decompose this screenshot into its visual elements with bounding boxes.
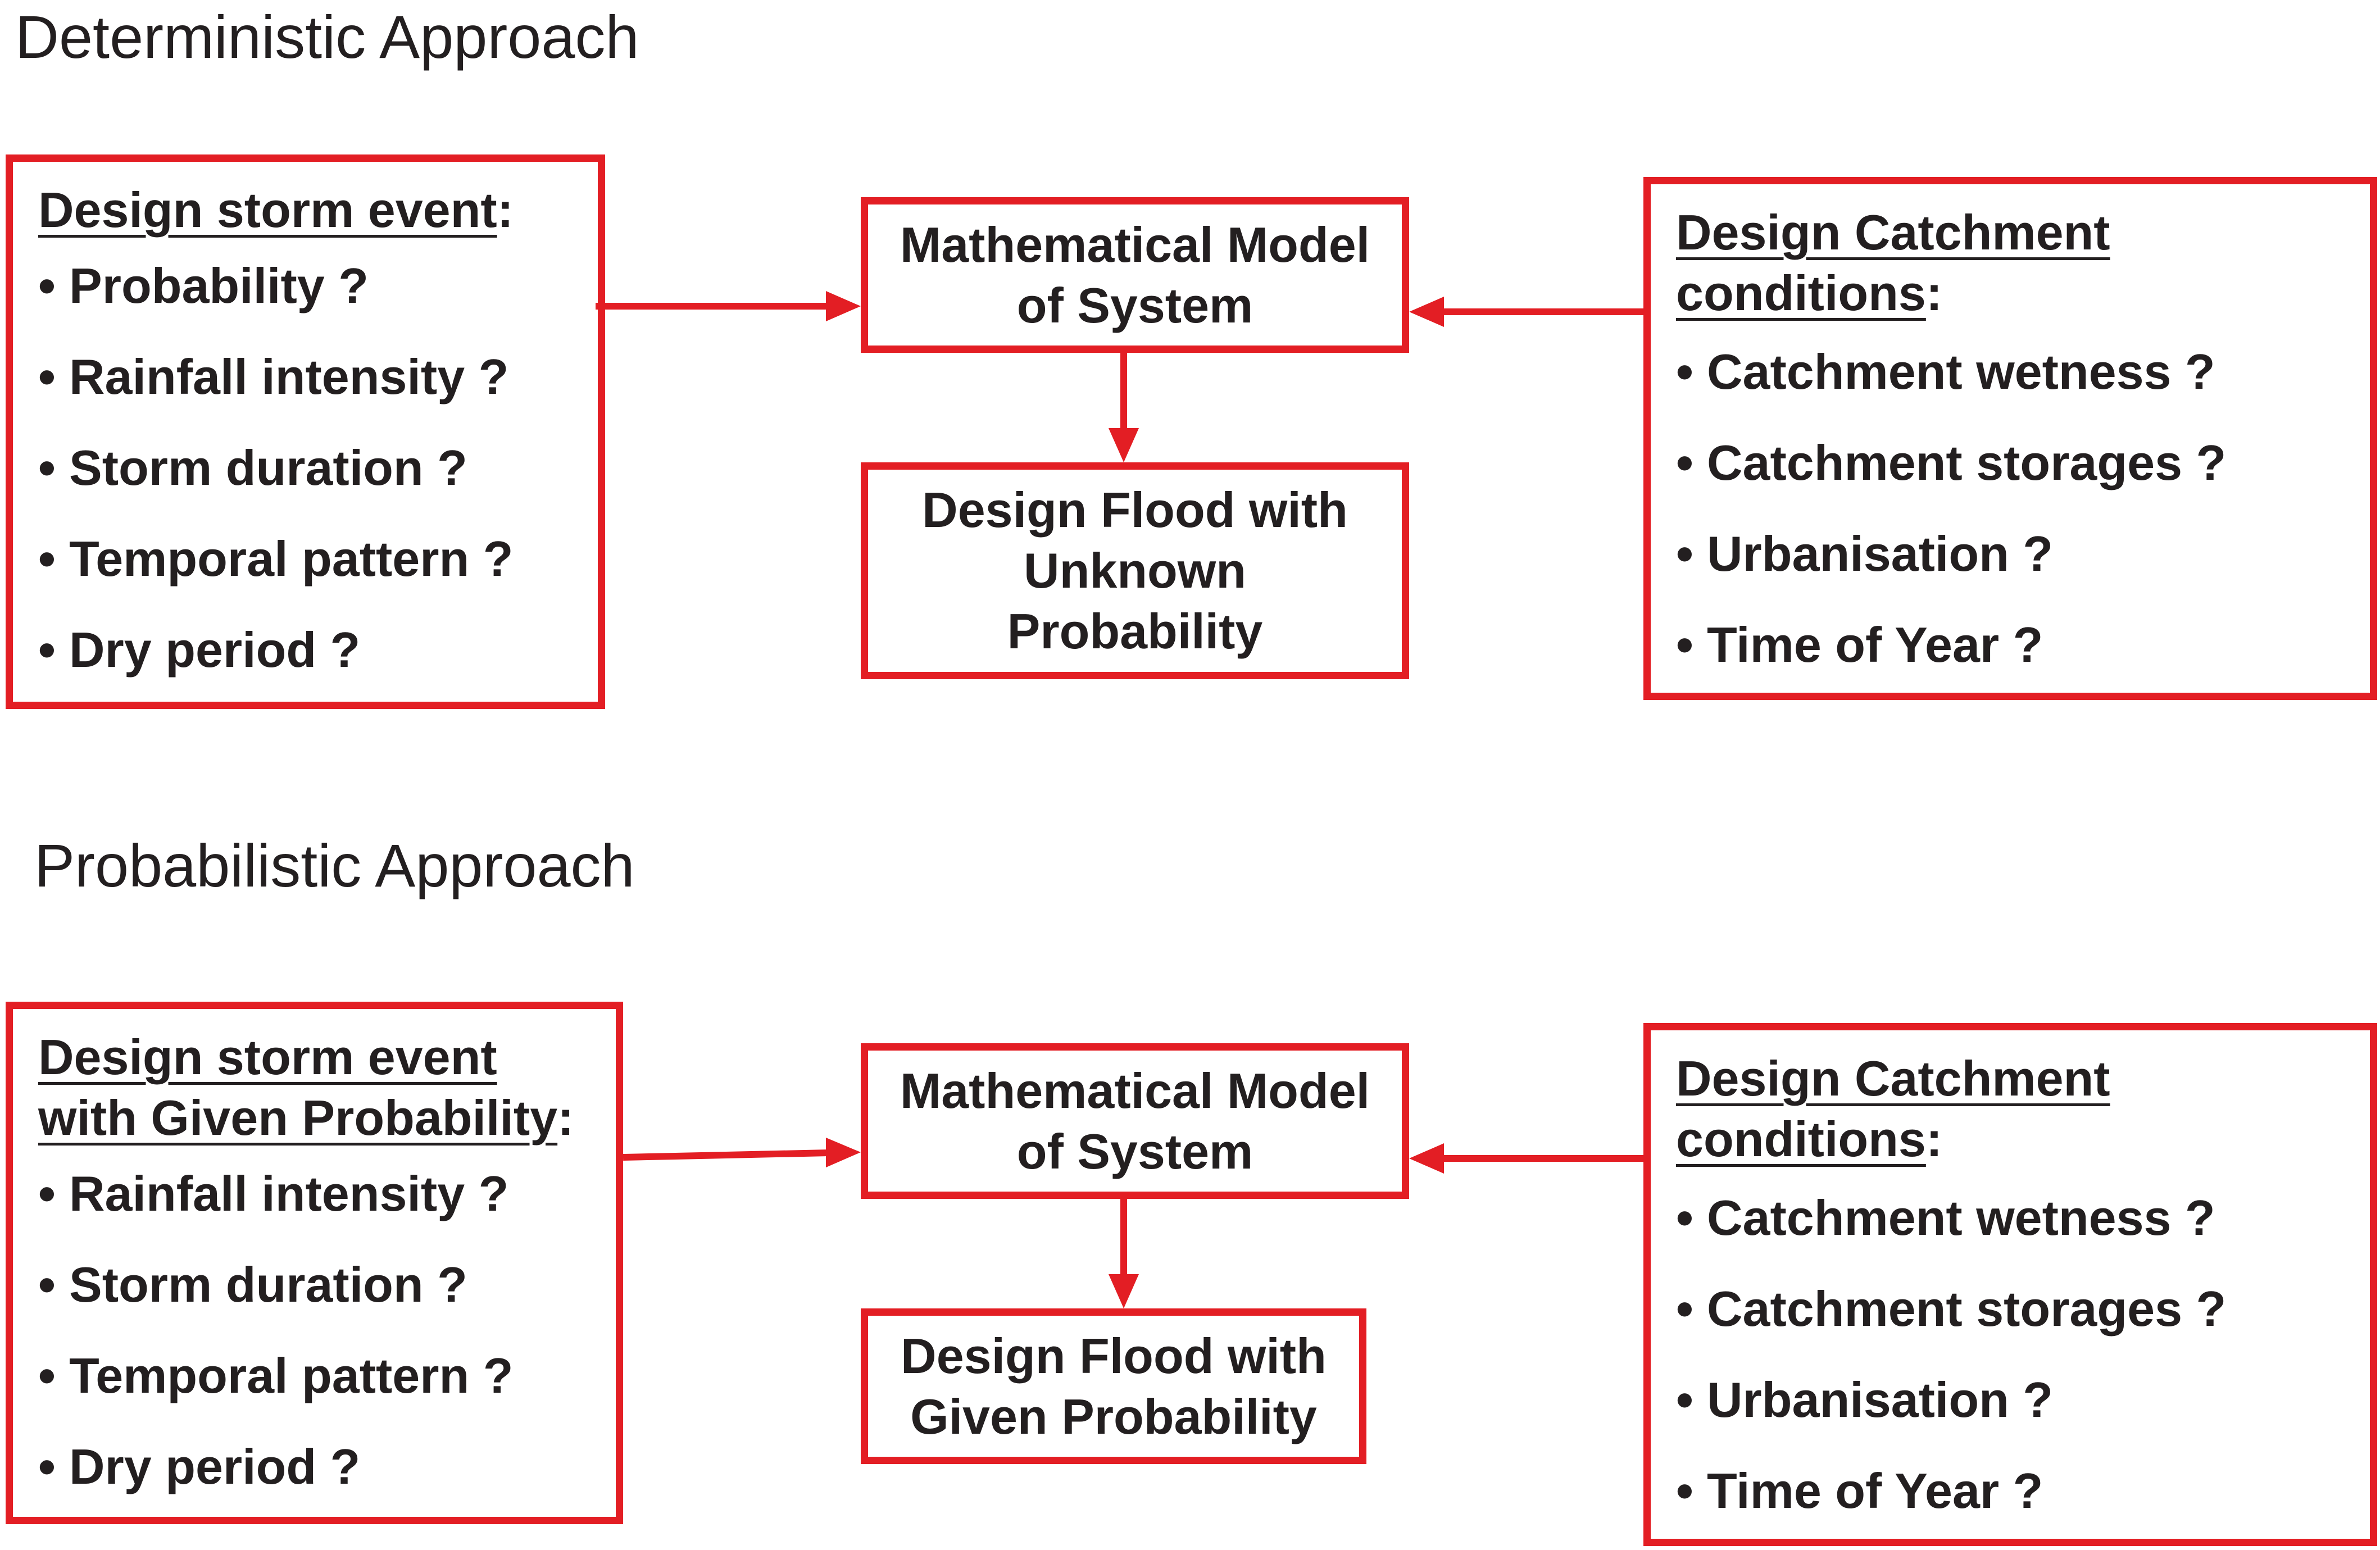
prob-model-line1: Mathematical Model	[900, 1062, 1370, 1119]
prob-storm-list: •Rainfall intensity ? •Storm duration ? …	[38, 1148, 616, 1512]
prob-catchment-title: Design Catchment conditions:	[1676, 1051, 2110, 1167]
arrowhead	[826, 291, 861, 321]
det-catchment-box: Design Catchment conditions: •Catchment …	[1643, 177, 2377, 700]
prob-flood-line2: Given Probability	[910, 1388, 1317, 1444]
list-item: •Time of Year ?	[1676, 1463, 2043, 1519]
list-item: •Urbanisation ?	[1676, 526, 2054, 581]
det-model-line2: of System	[1016, 277, 1253, 333]
list-item: •Storm duration ?	[38, 440, 467, 496]
list-item: •Storm duration ?	[38, 1257, 467, 1312]
det-flood-line2: Unknown	[1024, 543, 1246, 598]
list-item: •Catchment storages ?	[1676, 435, 2227, 490]
prob-flood-box: Design Flood with Given Probability	[861, 1308, 1366, 1464]
det-storm-box: Design storm event: •Probability ? •Rain…	[6, 154, 605, 709]
list-item: •Rainfall intensity ?	[38, 349, 509, 404]
det-model-box: Mathematical Model of System	[861, 197, 1409, 353]
arrowhead	[1109, 1274, 1139, 1308]
prob-catchment-list: •Catchment wetness ? •Catchment storages…	[1676, 1172, 2370, 1537]
prob-storm-title: Design storm event with Given Probabilit…	[38, 1029, 574, 1146]
det-flood-box: Design Flood with Unknown Probability	[861, 462, 1409, 679]
arrowhead	[1409, 1143, 1444, 1174]
list-item: •Dry period ?	[38, 1439, 361, 1494]
list-item: •Time of Year ?	[1676, 617, 2043, 672]
det-flood-line3: Probability	[1007, 603, 1263, 659]
list-item: •Probability ?	[38, 258, 369, 313]
det-catchment-list: •Catchment wetness ? •Catchment storages…	[1676, 326, 2370, 690]
prob-storm-box: Design storm event with Given Probabilit…	[6, 1002, 623, 1524]
det-flood-line1: Design Flood with	[922, 482, 1348, 538]
list-item: •Urbanisation ?	[1676, 1372, 2054, 1428]
prob-storm-to-model-arrow	[623, 1149, 829, 1161]
list-item: •Catchment wetness ?	[1676, 1190, 2215, 1246]
arrowhead	[1109, 428, 1139, 462]
arrowhead	[1409, 297, 1444, 327]
arrowhead	[826, 1138, 861, 1167]
prob-model-line2: of System	[1016, 1123, 1253, 1179]
list-item: •Catchment wetness ?	[1676, 344, 2215, 399]
prob-model-box: Mathematical Model of System	[861, 1043, 1409, 1199]
det-catchment-title: Design Catchment conditions:	[1676, 204, 2110, 321]
det-storm-title: Design storm event:	[38, 182, 514, 238]
list-item: •Temporal pattern ?	[38, 1348, 514, 1403]
prob-catchment-box: Design Catchment conditions: •Catchment …	[1643, 1023, 2377, 1546]
prob-flood-line1: Design Flood with	[901, 1328, 1327, 1384]
list-item: •Temporal pattern ?	[38, 531, 514, 587]
list-item: •Rainfall intensity ?	[38, 1166, 509, 1221]
list-item: •Catchment storages ?	[1676, 1281, 2227, 1337]
det-storm-list: •Probability ? •Rainfall intensity ? •St…	[38, 240, 598, 696]
list-item: •Dry period ?	[38, 622, 361, 678]
probabilistic-heading: Probabilistic Approach	[34, 831, 635, 899]
deterministic-heading: Deterministic Approach	[15, 3, 639, 71]
det-model-line1: Mathematical Model	[900, 216, 1370, 272]
